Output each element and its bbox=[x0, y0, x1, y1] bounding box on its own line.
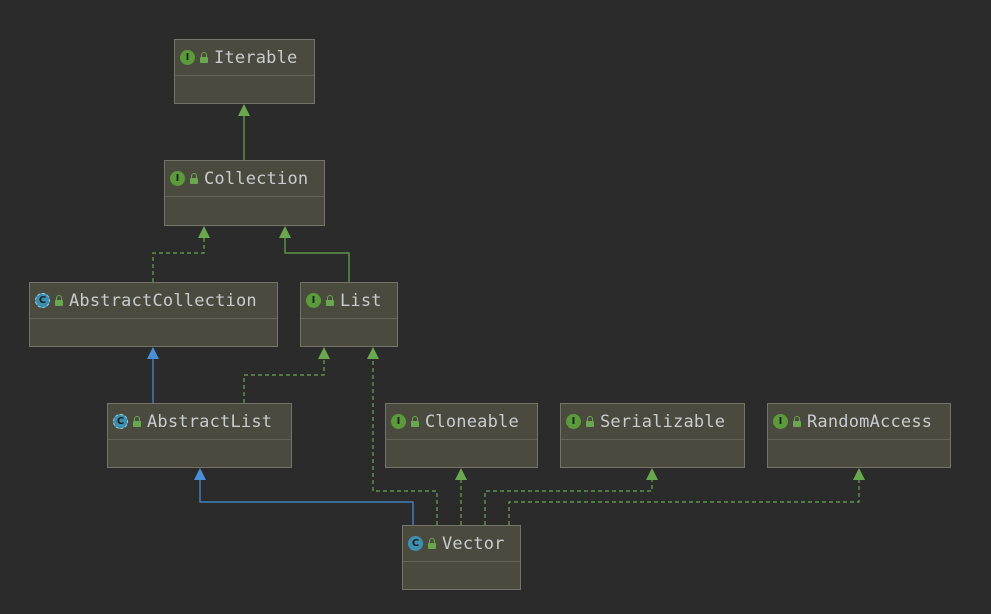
public-lock-icon bbox=[411, 415, 419, 427]
interface-icon: I bbox=[180, 50, 195, 65]
arrowhead bbox=[198, 226, 210, 238]
interface-icon: I bbox=[773, 414, 788, 429]
arrowhead bbox=[853, 468, 865, 480]
public-lock-icon bbox=[200, 51, 208, 63]
public-lock-icon bbox=[586, 415, 594, 427]
node-label: Cloneable bbox=[425, 411, 519, 432]
edge-collection-to-iterable bbox=[238, 104, 250, 160]
node-label: Iterable bbox=[214, 47, 298, 68]
public-lock-icon bbox=[133, 415, 141, 427]
node-label: Vector bbox=[442, 533, 505, 554]
edge-vector-to-serializable bbox=[484, 468, 658, 525]
public-lock-icon bbox=[793, 415, 801, 427]
edge-abstractcollection-to-collection bbox=[152, 226, 210, 282]
public-lock-icon bbox=[190, 172, 198, 184]
node-label: Collection bbox=[204, 168, 309, 189]
edge-vector-to-list bbox=[367, 347, 438, 525]
node-abstractcollection[interactable]: C AbstractCollection bbox=[29, 282, 278, 347]
node-label: AbstractCollection bbox=[69, 290, 257, 311]
node-label: List bbox=[340, 290, 382, 311]
node-randomaccess[interactable]: I RandomAccess bbox=[767, 403, 951, 468]
edge-abstractlist-to-list bbox=[243, 347, 330, 403]
class-icon: C bbox=[408, 536, 423, 551]
arrowhead bbox=[367, 347, 379, 359]
arrowhead bbox=[147, 347, 159, 359]
public-lock-icon bbox=[326, 294, 334, 306]
node-label: RandomAccess bbox=[807, 411, 933, 432]
node-list[interactable]: I List bbox=[300, 282, 398, 347]
arrowhead bbox=[279, 226, 291, 238]
interface-icon: I bbox=[170, 171, 185, 186]
arrowhead bbox=[238, 104, 250, 116]
node-serializable[interactable]: I Serializable bbox=[560, 403, 745, 468]
public-lock-icon bbox=[55, 294, 63, 306]
edge-list-to-collection bbox=[279, 226, 350, 282]
arrowhead bbox=[194, 468, 206, 480]
arrowhead bbox=[455, 468, 467, 480]
interface-icon: I bbox=[566, 414, 581, 429]
edge-vector-to-randomaccess bbox=[508, 468, 865, 525]
edge-abstractlist-to-abstractcollection bbox=[147, 347, 159, 403]
edge-vector-to-cloneable bbox=[455, 468, 467, 525]
arrowhead bbox=[318, 347, 330, 359]
node-vector[interactable]: C Vector bbox=[402, 525, 521, 590]
edge-vector-to-abstractlist bbox=[194, 468, 414, 525]
node-cloneable[interactable]: I Cloneable bbox=[385, 403, 538, 468]
node-collection[interactable]: I Collection bbox=[164, 160, 325, 226]
abstract-class-icon: C bbox=[113, 414, 128, 429]
interface-icon: I bbox=[306, 293, 321, 308]
node-label: AbstractList bbox=[147, 411, 273, 432]
arrowhead bbox=[646, 468, 658, 480]
node-label: Serializable bbox=[600, 411, 726, 432]
interface-icon: I bbox=[391, 414, 406, 429]
public-lock-icon bbox=[428, 537, 436, 549]
node-abstractlist[interactable]: C AbstractList bbox=[107, 403, 292, 468]
abstract-class-icon: C bbox=[35, 293, 50, 308]
node-iterable[interactable]: I Iterable bbox=[174, 39, 315, 104]
